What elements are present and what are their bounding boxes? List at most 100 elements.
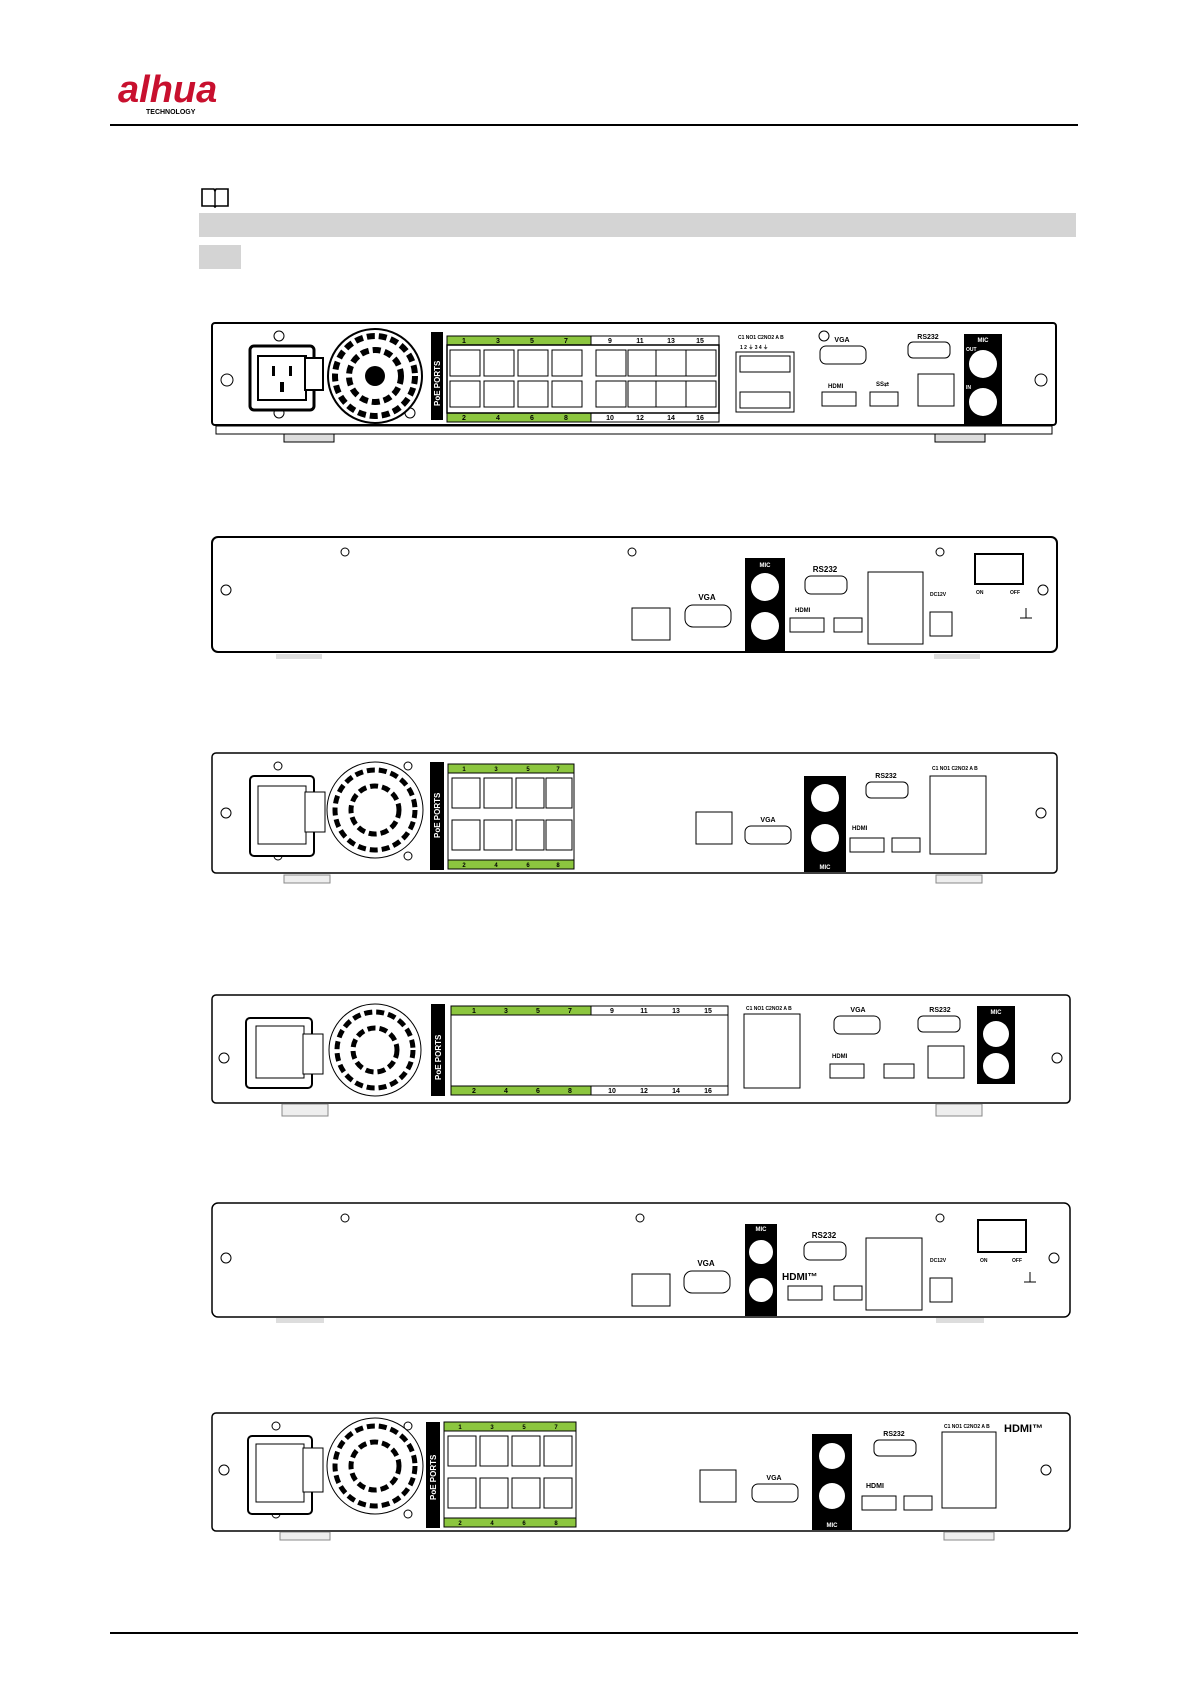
rear-panel-figure-6: PoE PORTS 1 3 5 7 2 4 6 8 VGA MIC RS232 … <box>0 1408 1191 1548</box>
fan-grille-icon <box>326 1417 424 1515</box>
book-icon <box>200 186 230 209</box>
alarm-terminal-block[interactable] <box>929 775 987 855</box>
rs232-port[interactable] <box>917 1015 961 1033</box>
alarm-terminal-block[interactable] <box>865 1237 923 1311</box>
power-socket-icon <box>247 1435 313 1515</box>
port-label: 1 <box>472 1008 476 1015</box>
rs232-label: RS232 <box>917 334 939 341</box>
ethernet-port-icon[interactable] <box>699 1469 737 1503</box>
rear-panel-no-poe: VGA MIC RS232 HDMI DC12V ON OFF <box>211 536 1058 659</box>
rs232-port[interactable] <box>873 1439 917 1457</box>
port-label: 15 <box>696 338 704 345</box>
rear-panel-figure-3: PoE PORTS 1 3 5 7 2 4 6 8 VGA MIC RS232 … <box>0 748 1191 888</box>
hdmi-port[interactable] <box>789 617 825 633</box>
hdmi-tm-label: HDMI™ <box>1004 1423 1043 1435</box>
vga-port[interactable] <box>819 345 867 365</box>
port-label: 4 <box>496 415 500 422</box>
usb-port[interactable] <box>883 1063 915 1079</box>
dc-power-port[interactable] <box>929 1277 953 1303</box>
port-label: 5 <box>522 1425 526 1431</box>
hdmi-label: HDMI <box>866 1483 884 1490</box>
mic-label: MIC <box>978 338 990 344</box>
port-label: 2 <box>462 415 466 422</box>
vga-port[interactable] <box>684 604 732 628</box>
ethernet-port-icon[interactable] <box>917 373 955 407</box>
vga-port[interactable] <box>683 1270 731 1294</box>
port-label: 4 <box>490 1521 494 1527</box>
rear-panel-16poe: PoE PORTS 1 3 5 7 9 11 13 15 2 4 <box>211 322 1057 443</box>
rs232-port[interactable] <box>865 781 909 799</box>
ethernet-port-icon[interactable] <box>927 1045 965 1079</box>
power-switch[interactable] <box>304 791 326 833</box>
vga-port[interactable] <box>744 825 792 845</box>
usb-port[interactable] <box>833 617 863 633</box>
hdmi-port[interactable] <box>821 391 857 407</box>
rs232-port[interactable] <box>907 341 951 359</box>
rear-panel-figure-4: PoE PORTS 1 3 5 7 9 11 13 15 2 4 6 8 10 … <box>0 990 1191 1125</box>
vga-port[interactable] <box>833 1015 881 1035</box>
usb-port[interactable] <box>833 1285 863 1301</box>
vga-label: VGA <box>698 593 716 602</box>
port-label: 14 <box>672 1088 680 1095</box>
rear-panel-figure-1: PoE PORTS 1 3 5 7 9 11 13 15 2 4 <box>0 318 1191 453</box>
poe-ports-label: PoE PORTS <box>433 360 442 406</box>
alarm-number-label: 1 2 ⏚ 3 4 ⏚ <box>740 344 768 351</box>
port-label: 5 <box>536 1008 540 1015</box>
port-label: 1 <box>458 1425 462 1431</box>
power-socket-icon <box>248 344 316 412</box>
usb-port[interactable] <box>891 837 921 853</box>
rs232-port[interactable] <box>804 575 848 595</box>
port-label: 16 <box>696 415 704 422</box>
port-label: 7 <box>564 338 568 345</box>
alarm-header-label: C1 NO1 C2NO2 A B <box>944 1424 990 1430</box>
rs232-label: RS232 <box>875 773 897 780</box>
port-label: 8 <box>568 1088 572 1095</box>
dc-power-port[interactable] <box>929 611 953 637</box>
port-label: 5 <box>526 767 530 773</box>
ethernet-port-icon[interactable] <box>695 811 733 845</box>
ethernet-port-icon[interactable] <box>631 607 671 641</box>
power-switch[interactable] <box>977 1219 1027 1253</box>
footer-rule <box>110 1632 1078 1634</box>
poe-ports-label: PoE PORTS <box>434 1034 443 1080</box>
mic-label: MIC <box>827 1523 839 1529</box>
ethernet-port-icon[interactable] <box>631 1273 671 1307</box>
power-socket-icon <box>249 775 315 857</box>
alarm-terminal-block[interactable] <box>867 571 924 645</box>
port-label: 14 <box>667 415 675 422</box>
power-switch[interactable] <box>974 553 1024 585</box>
port-label: 7 <box>554 1425 558 1431</box>
power-switch[interactable] <box>304 357 324 391</box>
mic-label: MIC <box>820 865 832 871</box>
port-label: 10 <box>608 1088 616 1095</box>
port-label: 11 <box>636 338 644 345</box>
poe-ports-label: PoE PORTS <box>429 1454 438 1500</box>
rear-panel-no-poe-alt: VGA MIC RS232 HDMI™ DC12V ON OFF <box>211 1202 1071 1323</box>
hdmi-port[interactable] <box>787 1285 823 1301</box>
alarm-terminal-block[interactable] <box>941 1431 997 1509</box>
alarm-terminal-block[interactable] <box>743 1013 801 1089</box>
dc12v-label: DC12V <box>930 1258 947 1264</box>
port-label: 7 <box>568 1008 572 1015</box>
rs232-label: RS232 <box>929 1007 951 1014</box>
mic-label: MIC <box>991 1010 1003 1016</box>
hdmi-port[interactable] <box>849 837 885 853</box>
power-socket-icon <box>245 1017 313 1089</box>
port-label: 8 <box>556 863 560 869</box>
fan-grille-icon <box>326 761 424 859</box>
port-label: 3 <box>496 338 500 345</box>
usb-port[interactable] <box>903 1495 933 1511</box>
port-label: 10 <box>606 415 614 422</box>
vga-label: VGA <box>850 1007 865 1014</box>
vga-label: VGA <box>760 817 775 824</box>
usb-port[interactable] <box>869 391 899 407</box>
hdmi-port[interactable] <box>829 1063 865 1079</box>
power-switch[interactable] <box>302 1033 324 1075</box>
port-label: 3 <box>494 767 498 773</box>
rs232-port[interactable] <box>803 1241 847 1261</box>
vga-port[interactable] <box>751 1483 799 1503</box>
hdmi-port[interactable] <box>861 1495 897 1511</box>
alarm-header-label: C1 NO1 C2NO2 A B <box>746 1006 792 1012</box>
power-switch[interactable] <box>302 1447 324 1493</box>
switch-on-label: ON <box>980 1258 988 1264</box>
